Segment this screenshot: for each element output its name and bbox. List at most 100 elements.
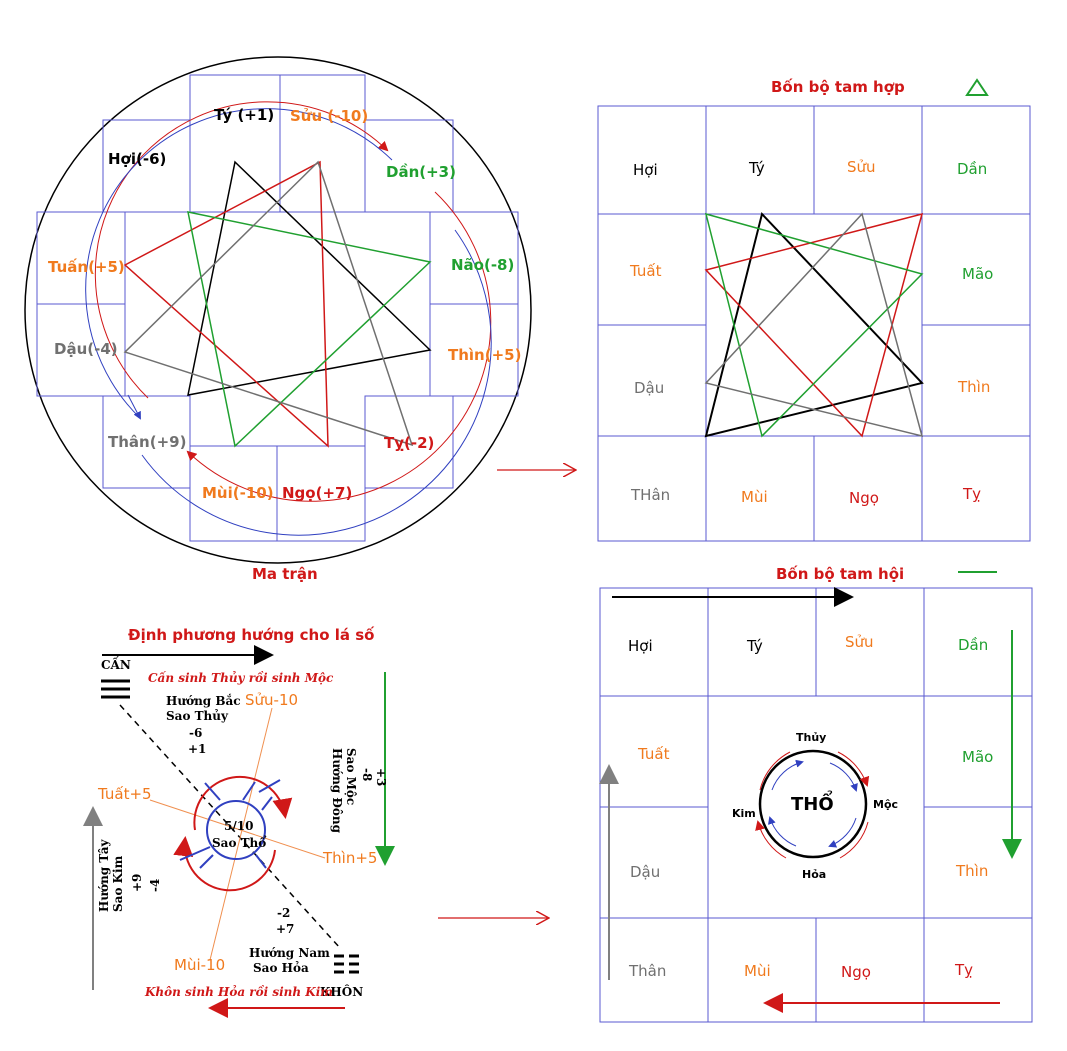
red-cycle-arc	[839, 821, 869, 859]
label-suu: Sửu (-10)	[290, 107, 368, 125]
north-v2: +1	[188, 742, 206, 756]
th-suu: Sửu	[847, 158, 876, 176]
th-ngo: Ngọ	[849, 489, 879, 507]
tho-mui: Mùi	[744, 962, 771, 980]
label-mao: Não(-8)	[451, 256, 514, 274]
blue-arc-bottom	[141, 229, 492, 536]
khon-note: Khôn sinh Hỏa rồi sinh Kim	[144, 984, 333, 999]
label-mui: Mùi(-10)	[202, 484, 274, 502]
ph-suu: Sửu-10	[245, 691, 298, 709]
south-v2: +7	[276, 922, 294, 936]
label-dau: Dậu(-4)	[54, 340, 118, 358]
east-2: Sao Mộc	[344, 748, 358, 805]
phuong-huong-panel: Định phương hướng cho lá số CẤN Cấn sinh…	[83, 625, 395, 1018]
ph-tuat: Tuất+5	[97, 785, 152, 803]
th-hoi: Hợi	[633, 161, 658, 179]
tho-dau: Dậu	[630, 863, 660, 881]
tam-hoi-grid	[599, 587, 1033, 1023]
tam-hoi-panel: Bốn bộ tam hội Hợi Tý Sửu Dần Tuất Mão D…	[599, 564, 1033, 1023]
tho-mao: Mão	[962, 748, 993, 766]
th-ty-chuot: Tý	[748, 159, 765, 177]
label-tuat: Tuấn(+5)	[48, 258, 125, 276]
blue-arrow-tip	[127, 394, 141, 420]
red-arc-bottom	[186, 191, 492, 502]
tho-tuat: Tuất	[637, 745, 670, 763]
tho-circle	[758, 749, 868, 859]
blue-cycle-arrow	[771, 759, 804, 791]
ngu-hanh-cycle: THỔ Thủy Mộc Hỏa Kim	[732, 731, 898, 881]
hoa-label: Hỏa	[802, 868, 826, 881]
khon-trigram-icon	[334, 954, 359, 974]
blue-cycle-arrow	[768, 816, 797, 847]
west-label-group: Hướng Tây Sao Kim +9 -4	[97, 838, 162, 912]
south-2: Sao Hỏa	[253, 960, 309, 975]
can-note: Cấn sinh Thủy rồi sinh Mộc	[148, 670, 334, 685]
gray-triangle-2	[704, 212, 924, 438]
thuy-label: Thủy	[796, 731, 826, 744]
orange-line-2	[149, 799, 326, 859]
east-v2: +3	[374, 768, 388, 786]
th-dau: Dậu	[634, 379, 664, 397]
west-v2: -4	[148, 879, 162, 892]
blue-cycle-arrow	[829, 762, 858, 792]
th-tuat: Tuất	[629, 262, 662, 280]
tam-hop-grid	[597, 105, 1031, 542]
ph-mui: Mùi-10	[174, 956, 225, 974]
label-than: Thân(+9)	[108, 433, 186, 451]
red-arc-top	[94, 101, 389, 399]
west-v1: +9	[130, 874, 144, 892]
south-v1: -2	[277, 906, 290, 920]
label-ty-ran: Tỵ(-2)	[384, 434, 434, 452]
east-v1: -8	[360, 768, 374, 781]
center-2: Sao Thổ	[212, 835, 267, 850]
orange-line-1	[209, 707, 273, 961]
tam-hop-title: Bốn bộ tam hợp	[771, 77, 905, 96]
red-triangle	[123, 160, 329, 448]
outer-circle	[24, 56, 532, 564]
blue-cycle-arrow	[828, 817, 857, 848]
ma-tran-panel: Tý (+1) Sửu (-10) Hợi(-6) Dần(+3) Tuấn(+…	[24, 56, 532, 583]
tho-dan: Dần	[958, 636, 988, 654]
th-dan: Dần	[957, 160, 987, 178]
south-1: Hướng Nam	[249, 946, 330, 960]
red-compass-arc-bottom	[173, 836, 276, 892]
tho-ty-ran: Tỵ	[954, 961, 973, 979]
ph-thin: Thìn+5	[322, 849, 377, 867]
th-than: THân	[630, 486, 670, 504]
label-ngo: Ngọ(+7)	[282, 484, 352, 502]
tho-ngo: Ngọ	[841, 963, 871, 981]
gray-triangle	[123, 160, 414, 447]
blue-arc-top	[85, 108, 393, 419]
red-cycle-arc	[755, 820, 787, 859]
west-2: Sao Kim	[111, 855, 125, 912]
kim-label: Kim	[732, 807, 756, 820]
ma-tran-caption: Ma trận	[252, 565, 318, 583]
red-cycle-arc	[759, 751, 791, 791]
label-ty-chuot: Tý (+1)	[214, 106, 274, 124]
th-mui: Mùi	[741, 488, 768, 506]
moc-label: Mộc	[873, 798, 898, 811]
th-ty-ran: Tỵ	[962, 485, 981, 503]
label-hoi: Hợi(-6)	[108, 150, 166, 168]
center-circle	[206, 800, 266, 860]
red-compass-arc-top	[193, 775, 293, 831]
east-1: Hướng Đông	[330, 748, 344, 834]
th-thin: Thìn	[957, 378, 990, 396]
red-cycle-arc	[837, 751, 870, 787]
ma-tran-grid	[36, 74, 519, 542]
tho-thin: Thìn	[955, 862, 988, 880]
tam-hop-panel: Bốn bộ tam hợp Hợi Tý Sửu Dần Tuất Mão D…	[597, 77, 1031, 542]
black-triangle-2	[704, 211, 924, 438]
label-dan: Dần(+3)	[386, 163, 456, 181]
tam-hoi-title: Bốn bộ tam hội	[776, 564, 904, 583]
green-triangle	[187, 211, 432, 448]
tho-suu: Sửu	[845, 633, 874, 651]
green-triangle-2	[704, 212, 924, 438]
compass-ticks	[179, 779, 281, 869]
tho-than: Thân	[628, 962, 666, 980]
label-thin: Thìn(+5)	[448, 346, 521, 364]
can-label: CẤN	[101, 655, 131, 672]
north-1: Hướng Bắc	[166, 693, 241, 708]
north-2: Sao Thủy	[166, 708, 229, 723]
tho-ty-chuot: Tý	[746, 637, 763, 655]
